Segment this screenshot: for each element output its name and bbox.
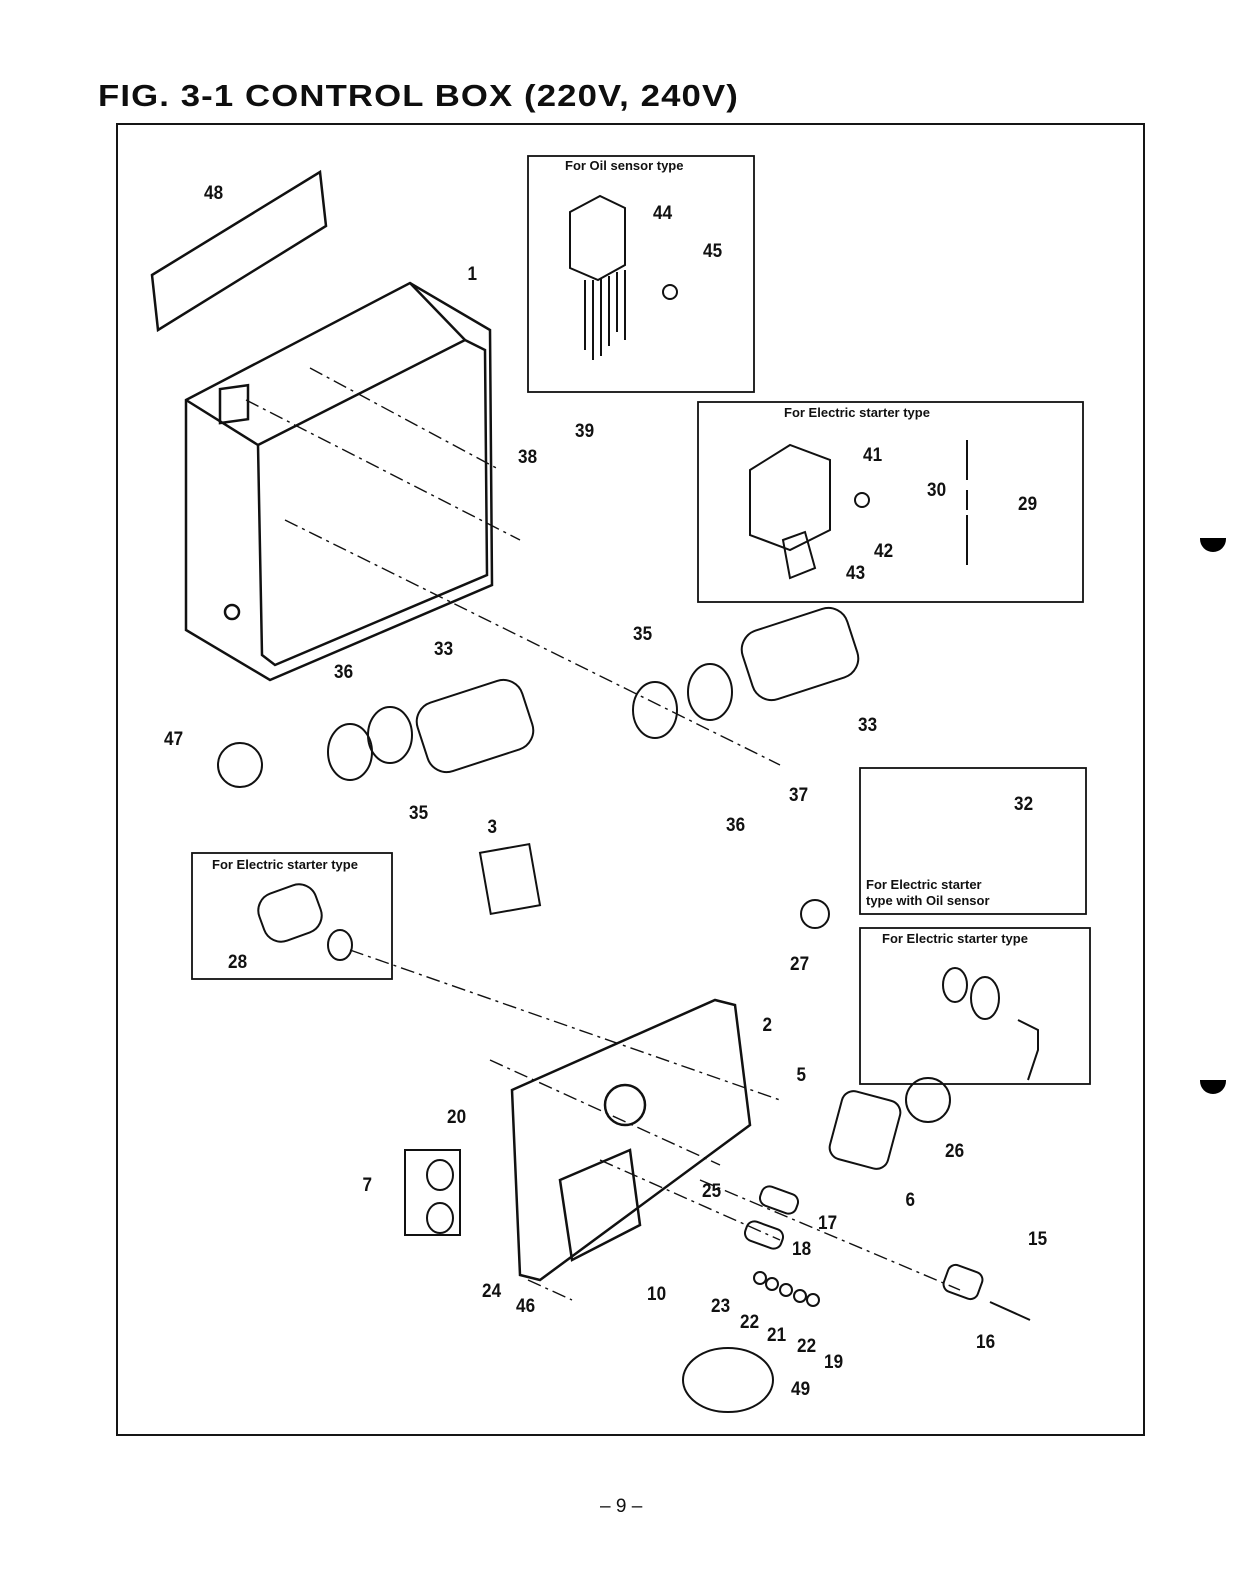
callout-15: 15: [1028, 1229, 1048, 1250]
diagram-frame: [116, 123, 1145, 1436]
key-switch-parts: [942, 967, 1039, 1081]
box-caption-electric-starter-oil-sensor-line1: For Electric starter: [866, 877, 982, 892]
box-caption-oil-sensor: For Oil sensor type: [565, 158, 684, 173]
callout-2: 2: [762, 1015, 773, 1036]
callout-23: 23: [711, 1296, 731, 1317]
terminal-parts: [743, 1185, 800, 1250]
callout-30: 30: [927, 480, 947, 501]
binder-hole-bottom: [1200, 1080, 1226, 1094]
callout-32: 32: [1014, 794, 1034, 815]
callout-7: 7: [362, 1175, 373, 1196]
callout-42: 42: [874, 541, 894, 562]
label-plate-part: [150, 169, 328, 333]
callout-33-left: 33: [434, 639, 454, 660]
electric-starter-regulator-box: [697, 401, 1084, 603]
callout-26: 26: [945, 1141, 965, 1162]
callout-35-right: 35: [633, 624, 653, 645]
figure-title: FIG. 3-1 CONTROL BOX (220V, 240V): [98, 78, 739, 113]
callout-10: 10: [647, 1284, 667, 1305]
callout-5: 5: [796, 1065, 807, 1086]
receptacle-part: [404, 1149, 461, 1236]
callout-44: 44: [653, 203, 673, 224]
binder-hole-top: [1200, 538, 1226, 552]
callout-43: 43: [846, 563, 866, 584]
pilot-lamp-part: [800, 899, 830, 929]
callout-46: 46: [516, 1296, 536, 1317]
callout-48: 48: [204, 183, 224, 204]
callout-3: 3: [487, 817, 498, 838]
callout-18: 18: [792, 1239, 812, 1260]
meter-part: [828, 1090, 902, 1170]
box-caption-electric-starter-key: For Electric starter type: [882, 931, 1028, 946]
front-panel: [510, 998, 752, 1282]
fuse-holder-parts: [942, 1263, 1031, 1321]
callout-33-right: 33: [858, 715, 878, 736]
starter-switch-unit: [257, 883, 353, 961]
callout-36-right: 36: [726, 815, 746, 836]
oil-sensor-unit: [569, 194, 678, 360]
callout-35-left: 35: [409, 803, 429, 824]
callout-47: 47: [164, 729, 184, 750]
callout-49: 49: [791, 1379, 811, 1400]
callout-39: 39: [575, 421, 595, 442]
callout-17: 17: [818, 1213, 838, 1234]
callout-24: 24: [482, 1281, 502, 1302]
circuit-breaker-part: [478, 842, 542, 916]
assembly-lines: [245, 367, 961, 1301]
electric-starter-switch-box: [191, 852, 393, 980]
regulator-unit: [749, 440, 968, 580]
callout-41: 41: [863, 445, 883, 466]
callout-45: 45: [703, 241, 723, 262]
meter-cover-part: [905, 1077, 951, 1123]
page-number: – 9 –: [600, 1496, 643, 1517]
callout-1: 1: [467, 264, 478, 285]
callout-22-right: 22: [797, 1336, 817, 1357]
callout-27: 27: [790, 954, 810, 975]
callout-16: 16: [976, 1332, 996, 1353]
washer-nut-parts: [753, 1271, 820, 1307]
capacitor-right: [740, 606, 860, 702]
engine-switch-part: [682, 1347, 774, 1413]
grommet-part: [217, 742, 263, 788]
box-caption-electric-starter-switch: For Electric starter type: [212, 857, 358, 872]
capacitor-clamps: [327, 663, 733, 781]
callout-6: 6: [905, 1190, 916, 1211]
callout-20: 20: [447, 1107, 467, 1128]
box-caption-electric-starter-regulator: For Electric starter type: [784, 405, 930, 420]
oil-sensor-box: [527, 155, 755, 393]
callout-37: 37: [789, 785, 809, 806]
callout-19: 19: [824, 1352, 844, 1373]
callout-21: 21: [767, 1325, 787, 1346]
callout-28: 28: [228, 952, 248, 973]
callout-22-left: 22: [740, 1312, 760, 1333]
control-box-housing: [184, 281, 494, 682]
electric-starter-oil-sensor-box: [859, 767, 1087, 915]
callout-36-left: 36: [334, 662, 354, 683]
callout-25: 25: [702, 1181, 722, 1202]
capacitor-left: [415, 678, 535, 774]
box-caption-electric-starter-oil-sensor-line2: type with Oil sensor: [866, 893, 990, 908]
callout-38: 38: [518, 447, 538, 468]
callout-29: 29: [1018, 494, 1038, 515]
electric-starter-key-box: [859, 927, 1091, 1085]
